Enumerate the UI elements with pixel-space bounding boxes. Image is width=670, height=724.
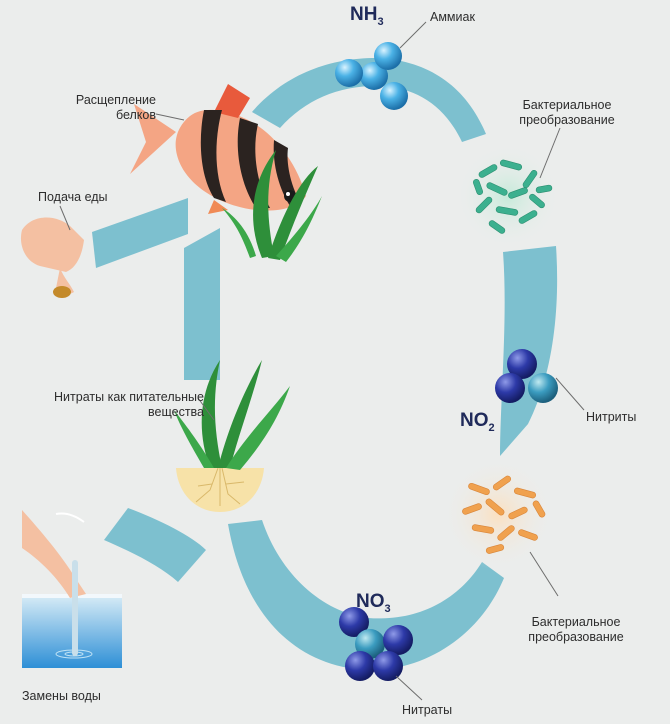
no3-sub: 3 (384, 602, 391, 615)
cycle-arrow-top (252, 58, 486, 142)
nitrite-molecule (495, 349, 558, 403)
bacterial-1-label: Бактериальное преобразование (519, 98, 615, 127)
nitrates-label: Нитраты (402, 703, 453, 717)
nitrates-pointer (395, 675, 423, 701)
water-change-hand (22, 510, 86, 656)
ammonia-molecule (335, 42, 408, 110)
protein-pointer (155, 113, 185, 121)
bacterial-2-pointer (529, 551, 559, 597)
cycle-arrow-bottom (228, 520, 504, 671)
nitrites-pointer (555, 377, 585, 411)
feeding-label: Подача еды (38, 190, 108, 204)
no2-sub: 2 (488, 421, 495, 434)
bacterial-1-pointer (539, 127, 561, 179)
ammonia-label: Аммиак (430, 10, 475, 24)
nh3-base: NH (350, 4, 378, 25)
fish (130, 84, 306, 214)
cycle-arrow-left (184, 228, 220, 380)
plant-top (222, 150, 322, 262)
nutrients-pointer (197, 397, 215, 421)
nh3-formula: NH3 (350, 4, 384, 28)
feeding-pointer (59, 205, 71, 231)
feeding-arrow (92, 198, 188, 268)
no2-formula: NO2 (460, 410, 495, 434)
no2-base: NO (460, 410, 489, 431)
no3-formula: NO3 (356, 591, 391, 615)
nitrate-molecule (339, 607, 413, 681)
green-bacteria (456, 144, 560, 248)
plant-bottom (174, 360, 290, 512)
no3-base: NO (356, 591, 385, 612)
water-change-label: Замены воды (22, 689, 101, 703)
nitrites-label: Нитриты (586, 410, 637, 424)
protein-label: Расщепление белков (75, 93, 156, 122)
orange-bacteria (442, 458, 554, 570)
nh3-sub: 3 (377, 15, 384, 28)
bacterial-2-label: Бактериальное преобразование (528, 615, 624, 644)
nitrates-nutrients-label: Нитраты как питательные вещества (54, 390, 204, 419)
feeding-hand (20, 217, 84, 298)
ammonia-pointer (399, 21, 427, 49)
water-change-arrow (104, 508, 206, 582)
